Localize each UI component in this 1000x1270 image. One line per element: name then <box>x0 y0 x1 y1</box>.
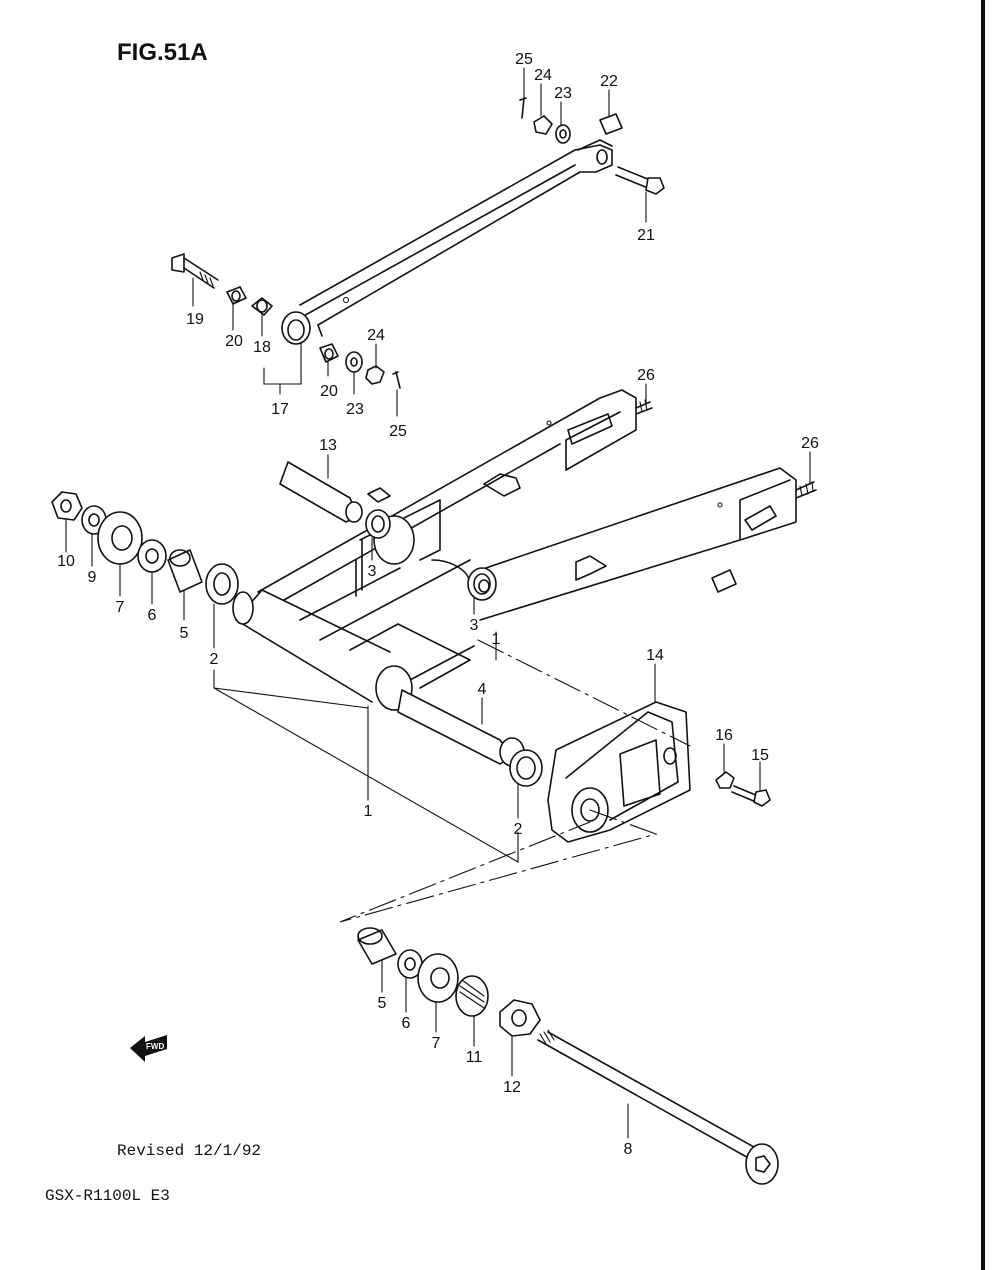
bearing-3-lower <box>478 579 490 593</box>
callout-21: 21 <box>637 227 655 244</box>
spacer-22 <box>599 113 623 135</box>
spacer-5-left <box>167 549 203 593</box>
adjuster-11 <box>455 975 489 1017</box>
callout-23-lower: 23 <box>346 401 364 418</box>
castle-nut-24-lower <box>365 365 385 385</box>
callout-14: 14 <box>646 647 664 664</box>
callout-23-upper: 23 <box>554 85 572 102</box>
svg-text:FWD: FWD <box>146 1042 164 1051</box>
swingarm-bracket <box>367 487 391 503</box>
callout-7-left: 7 <box>116 599 125 616</box>
callout-6-left: 6 <box>148 607 157 624</box>
spacer-5-lower <box>357 927 397 965</box>
callout-13: 13 <box>319 437 337 454</box>
washer-23-upper <box>555 124 571 144</box>
collar-20-lower <box>319 343 339 363</box>
callout-5-left: 5 <box>180 625 189 642</box>
nut-10 <box>51 491 83 521</box>
bushing-18 <box>251 297 273 316</box>
callout-2-left: 2 <box>210 651 219 668</box>
collar-16 <box>715 771 735 789</box>
castle-nut-12 <box>499 999 541 1037</box>
castle-nut-24-upper <box>533 115 553 135</box>
callout-20-upper: 20 <box>225 333 243 350</box>
bolt-19 <box>171 253 219 289</box>
callout-3-upper: 3 <box>368 563 377 580</box>
dust-seal-7-left <box>97 511 143 565</box>
callout-8: 8 <box>624 1141 633 1158</box>
bearing-2-left <box>205 563 239 605</box>
callout-labels: 25 24 23 22 21 19 20 18 17 20 23 24 25 2… <box>57 51 819 1158</box>
callout-6-lower: 6 <box>402 1015 411 1032</box>
stud-26-left <box>635 399 653 415</box>
callout-17: 17 <box>271 401 289 418</box>
callout-19: 19 <box>186 311 204 328</box>
pivot-sleeve-4 <box>397 689 525 767</box>
dust-seal-7-lower <box>417 953 459 1003</box>
callout-3-lower: 3 <box>470 617 479 634</box>
callout-18: 18 <box>253 339 271 356</box>
pivot-shaft-8 <box>537 1029 779 1185</box>
callout-5-lower: 5 <box>378 995 387 1012</box>
callout-9: 9 <box>88 569 97 586</box>
callout-24-lower: 24 <box>367 327 385 344</box>
stud-26-right <box>795 481 817 499</box>
callout-25-lower: 25 <box>389 423 407 440</box>
callout-7-lower: 7 <box>432 1035 441 1052</box>
swingarm <box>232 389 797 711</box>
callout-24-upper: 24 <box>534 67 552 84</box>
callout-25-upper: 25 <box>515 51 533 68</box>
bearing-3-upper <box>365 509 391 539</box>
collar-20-upper <box>226 286 247 305</box>
washer-6-left <box>137 539 167 573</box>
callout-2-right: 2 <box>514 821 523 838</box>
bolt-15 <box>731 785 771 807</box>
washer-23-lower <box>345 351 363 373</box>
bolt-21 <box>615 166 665 195</box>
bearing-2-right <box>509 749 543 787</box>
callout-1-lower: 1 <box>364 803 373 820</box>
callout-11: 11 <box>466 1049 483 1066</box>
callout-4: 4 <box>478 681 487 698</box>
callout-22: 22 <box>600 73 618 90</box>
leader-lines <box>65 67 811 1139</box>
callout-12: 12 <box>503 1079 521 1096</box>
figure-title: FIG.51A <box>117 39 208 66</box>
torque-link <box>281 139 613 345</box>
callout-26-right: 26 <box>801 435 819 452</box>
callout-10: 10 <box>57 553 75 570</box>
chain-guide-14 <box>547 701 691 843</box>
cotter-pin-25-upper <box>519 97 527 119</box>
pivot-tube-13 <box>279 461 363 523</box>
callout-1-upper: 1 <box>492 631 501 648</box>
fwd-arrow-icon: FWD <box>130 1035 167 1062</box>
callout-16: 16 <box>715 727 733 744</box>
callout-20-lower: 20 <box>320 383 338 400</box>
callout-26-left: 26 <box>637 367 655 384</box>
callout-15: 15 <box>751 747 769 764</box>
model-code: GSX-R1100L E3 <box>45 1187 170 1205</box>
cotter-pin-25-lower <box>392 371 401 389</box>
revised-note: Revised 12/1/92 <box>117 1142 261 1160</box>
